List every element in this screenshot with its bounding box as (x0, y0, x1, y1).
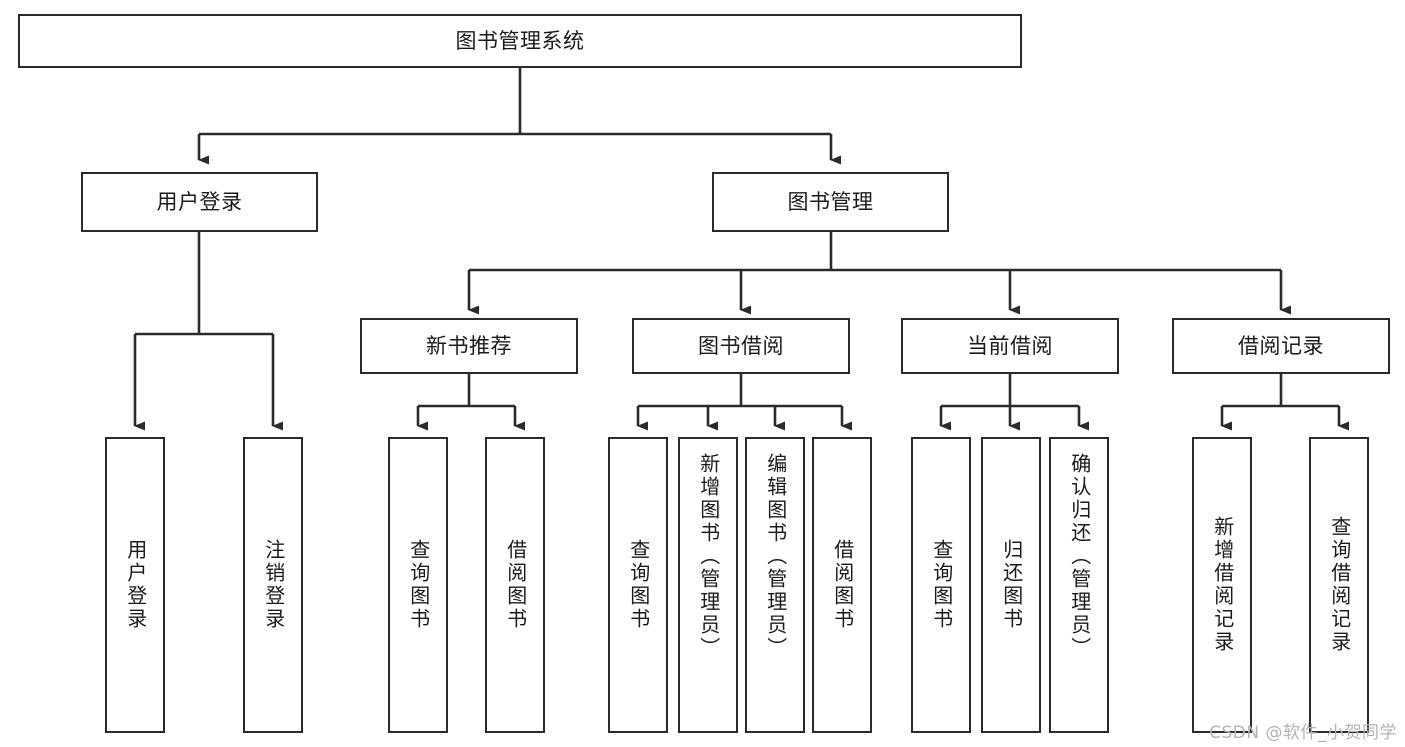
node-label: 图书管理系统 (455, 28, 585, 53)
leaf-book-borrow-add-book-admin[interactable]: 新增图书（管理员） (678, 437, 738, 733)
node-root-book-management-system[interactable]: 图书管理系统 (18, 14, 1022, 68)
node-book-borrow[interactable]: 图书借阅 (632, 318, 850, 374)
node-label: 查询图书 (626, 539, 651, 631)
leaf-current-borrow-confirm-return-admin[interactable]: 确认归还（管理员） (1049, 437, 1109, 733)
node-label: 当前借阅 (967, 333, 1053, 358)
node-label: 查询图书 (406, 539, 431, 631)
node-label: 查询借阅记录 (1327, 516, 1352, 654)
leaf-current-borrow-query-book[interactable]: 查询图书 (911, 437, 971, 733)
node-label: 借阅记录 (1238, 333, 1324, 358)
leaf-borrow-record-add-record[interactable]: 新增借阅记录 (1192, 437, 1252, 733)
leaf-user-login-login[interactable]: 用户登录 (105, 437, 165, 733)
node-label: 归还图书 (999, 539, 1024, 631)
node-label: 注销登录 (261, 539, 286, 631)
node-label: 用户登录 (123, 539, 148, 631)
leaf-new-book-borrow-book[interactable]: 借阅图书 (485, 437, 545, 733)
leaf-book-borrow-borrow-book[interactable]: 借阅图书 (812, 437, 872, 733)
node-label: 借阅图书 (503, 539, 528, 631)
node-label: 图书借阅 (698, 333, 784, 358)
node-borrow-record[interactable]: 借阅记录 (1172, 318, 1390, 374)
leaf-borrow-record-query-record[interactable]: 查询借阅记录 (1309, 437, 1369, 733)
node-book-management[interactable]: 图书管理 (712, 172, 949, 232)
node-label: 图书管理 (787, 189, 874, 214)
node-label: 新增图书（管理员） (696, 453, 721, 660)
node-label: 借阅图书 (830, 539, 855, 631)
node-label: 新增借阅记录 (1210, 516, 1235, 654)
node-label: 查询图书 (929, 539, 954, 631)
node-user-login[interactable]: 用户登录 (81, 172, 318, 232)
leaf-new-book-query-book[interactable]: 查询图书 (388, 437, 448, 733)
node-label: 新书推荐 (426, 333, 512, 358)
node-new-book-recommend[interactable]: 新书推荐 (360, 318, 578, 374)
leaf-user-login-logout[interactable]: 注销登录 (243, 437, 303, 733)
leaf-book-borrow-query-book[interactable]: 查询图书 (608, 437, 668, 733)
watermark-text: CSDN @软件_小贺同学 (1209, 723, 1397, 743)
leaf-current-borrow-return-book[interactable]: 归还图书 (981, 437, 1041, 733)
node-label: 用户登录 (156, 189, 243, 214)
leaf-book-borrow-edit-book-admin[interactable]: 编辑图书（管理员） (745, 437, 805, 733)
node-current-borrow[interactable]: 当前借阅 (901, 318, 1119, 374)
node-label: 编辑图书（管理员） (763, 453, 788, 660)
node-label: 确认归还（管理员） (1067, 453, 1092, 660)
